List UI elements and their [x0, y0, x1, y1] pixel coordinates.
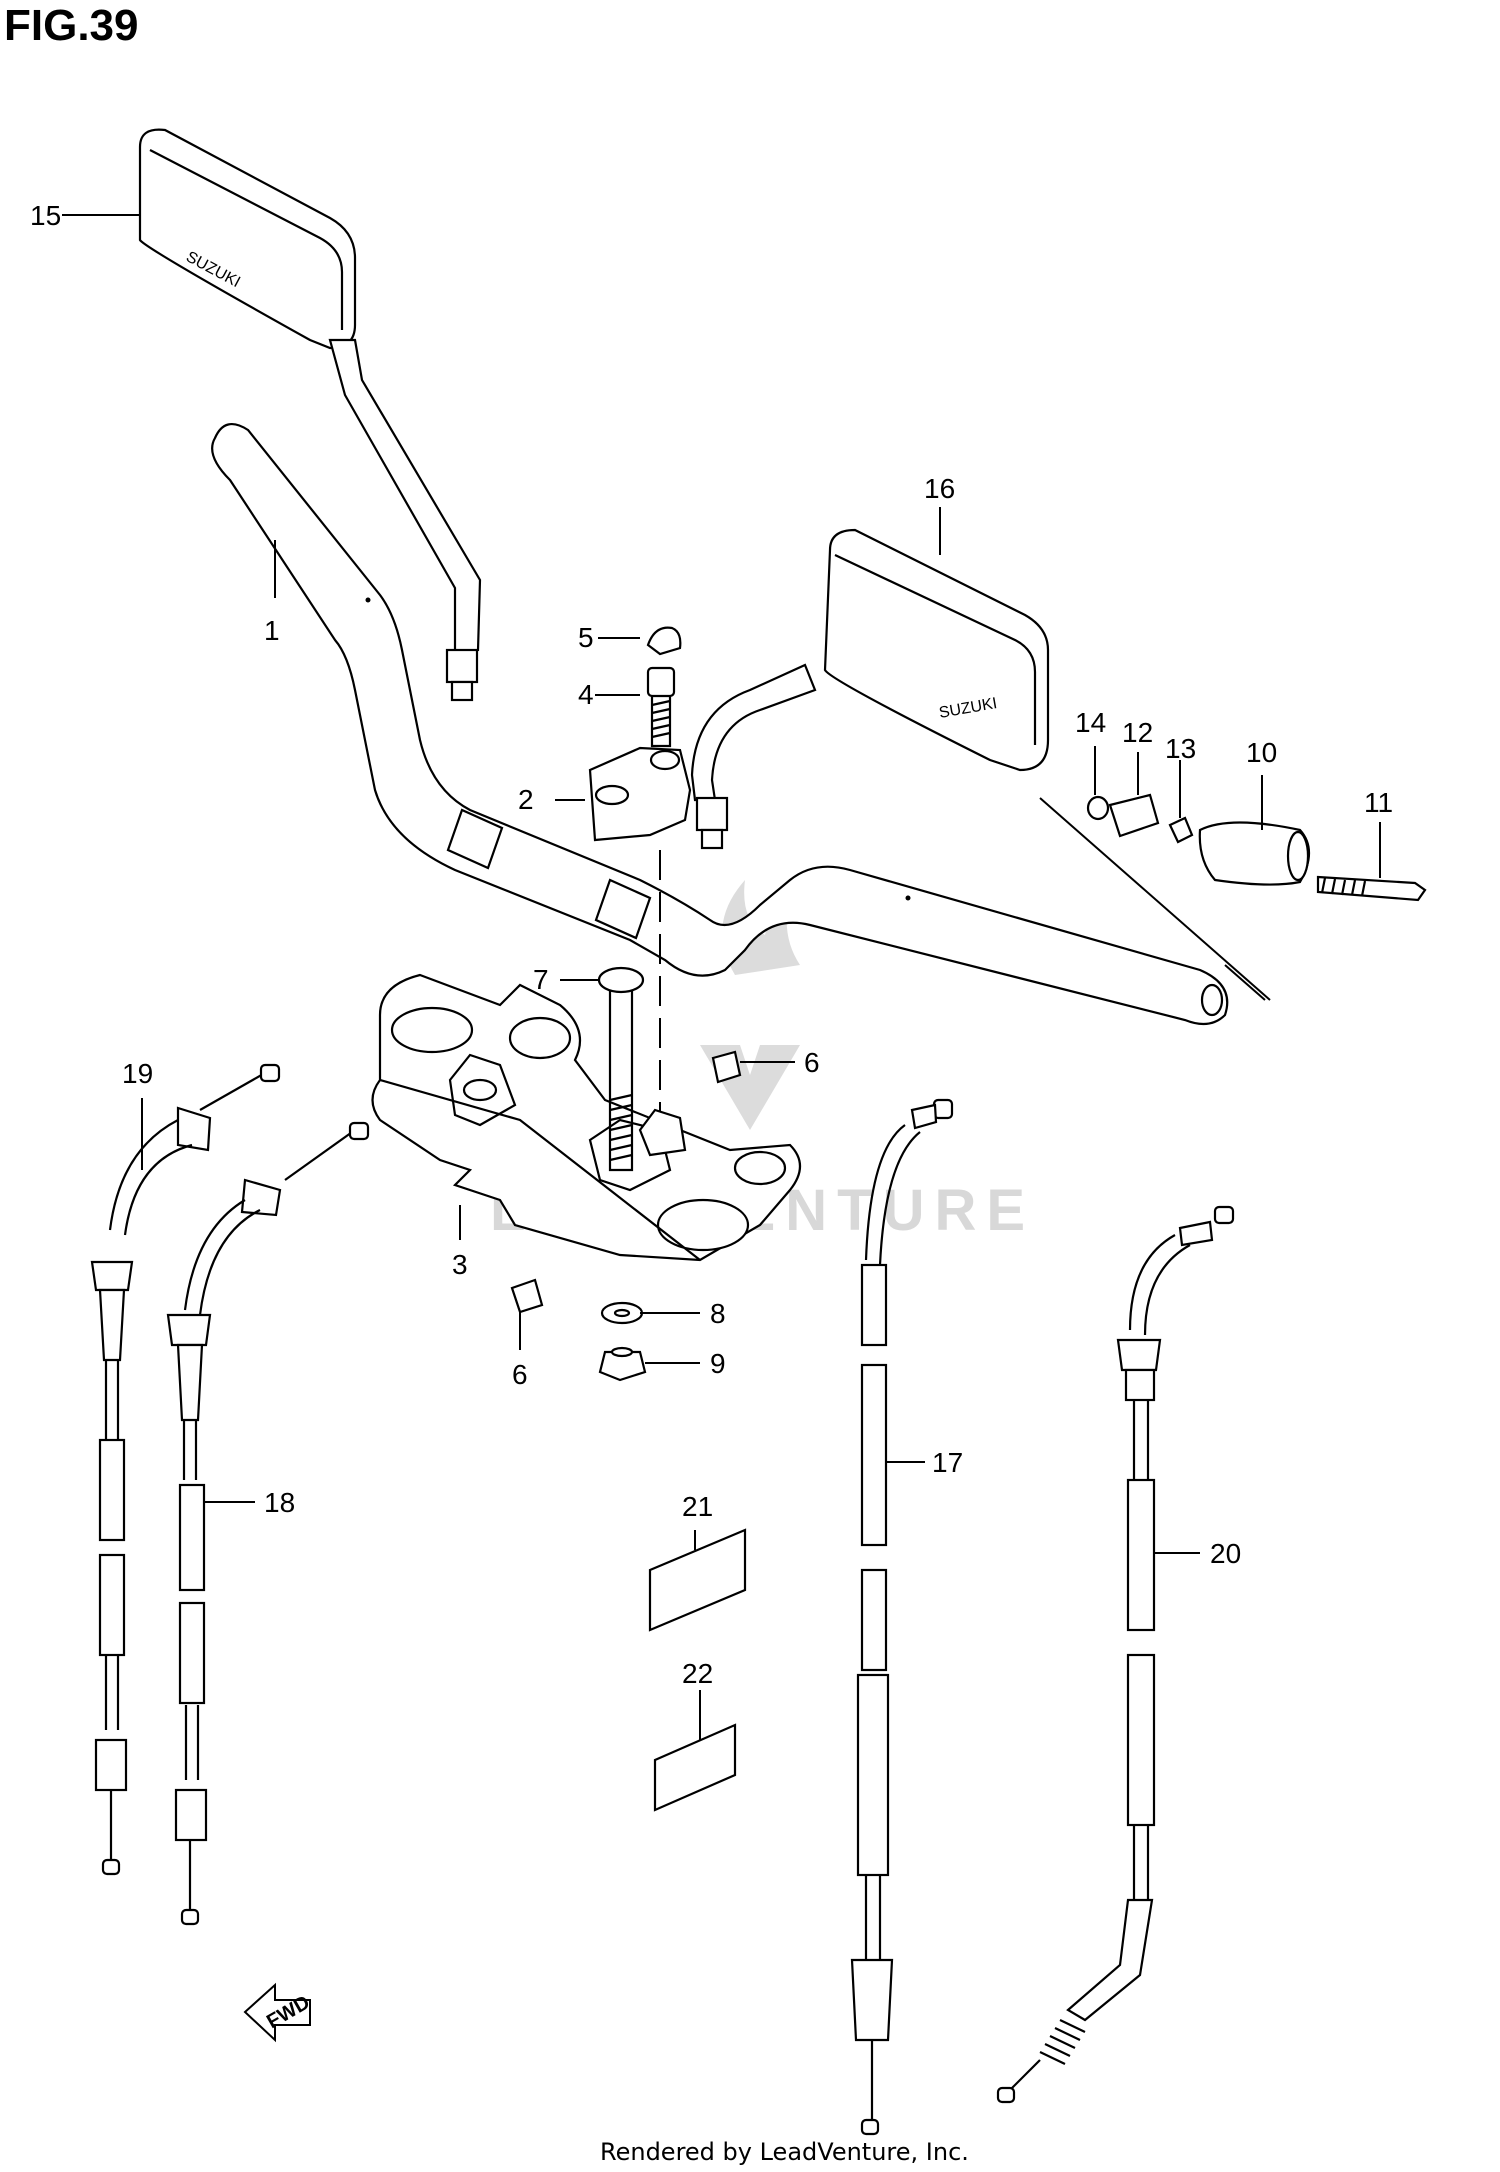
- spacer-12: [1108, 793, 1160, 838]
- washer-13: [1168, 816, 1194, 844]
- callout-22: 22: [682, 1658, 713, 1689]
- cable-17: [850, 1098, 954, 2136]
- callout-6b: 6: [512, 1359, 528, 1390]
- callout-14: 14: [1075, 707, 1106, 738]
- callout-10: 10: [1246, 737, 1277, 768]
- label-22: [653, 1723, 737, 1812]
- figure-title: FIG.39: [4, 1, 139, 50]
- holder-bolt: [646, 666, 676, 748]
- cushion-upper: [711, 1050, 742, 1084]
- cushion-lower: [510, 1278, 544, 1314]
- callout-19: 19: [122, 1058, 153, 1089]
- bar-end-assembly: [1039, 793, 1427, 1001]
- callout-4: 4: [578, 679, 594, 710]
- callout-15: 15: [30, 200, 61, 231]
- nut: [598, 1346, 647, 1382]
- leader-lines: [62, 214, 1381, 1740]
- callout-21: 21: [682, 1491, 713, 1522]
- callout-7: 7: [533, 964, 549, 995]
- callout-20: 20: [1210, 1538, 1241, 1569]
- callout-1: 1: [264, 615, 280, 646]
- bolt-cap: [646, 626, 682, 656]
- cable-19: [90, 1063, 281, 1876]
- callout-16: 16: [924, 473, 955, 504]
- callout-12: 12: [1122, 717, 1153, 748]
- washer-14: [1086, 795, 1110, 821]
- callout-3: 3: [452, 1249, 468, 1280]
- callout-8: 8: [710, 1298, 726, 1329]
- handlebar-lower-holder: [371, 973, 802, 1262]
- callout-9: 9: [710, 1348, 726, 1379]
- callout-18: 18: [264, 1487, 295, 1518]
- callout-13: 13: [1165, 733, 1196, 764]
- cable-18: [166, 1121, 370, 1926]
- forward-arrow-icon: FWD: [243, 1982, 314, 2043]
- handlebar: [211, 422, 1229, 1026]
- callout-17: 17: [932, 1447, 963, 1478]
- washer: [600, 1301, 644, 1325]
- callout-5: 5: [578, 622, 594, 653]
- left-mirror: SUZUKI: [138, 128, 482, 702]
- cable-20: [996, 1205, 1235, 2104]
- callout-6a: 6: [804, 1047, 820, 1078]
- footer-credit: Rendered by LeadVenture, Inc.: [600, 2138, 969, 2166]
- callout-numbers: 15 1 2 4 5 16 14 12 13 10 11 7 6 3 6 8 9…: [30, 200, 1393, 1689]
- callout-2: 2: [518, 784, 534, 815]
- clamp-bolt: [597, 966, 645, 1172]
- callout-11: 11: [1364, 787, 1393, 818]
- label-21: [648, 1528, 747, 1632]
- balancer-10: [1198, 821, 1311, 886]
- handlebar-upper-holder: [588, 746, 692, 842]
- right-mirror: SUZUKI: [690, 528, 1050, 850]
